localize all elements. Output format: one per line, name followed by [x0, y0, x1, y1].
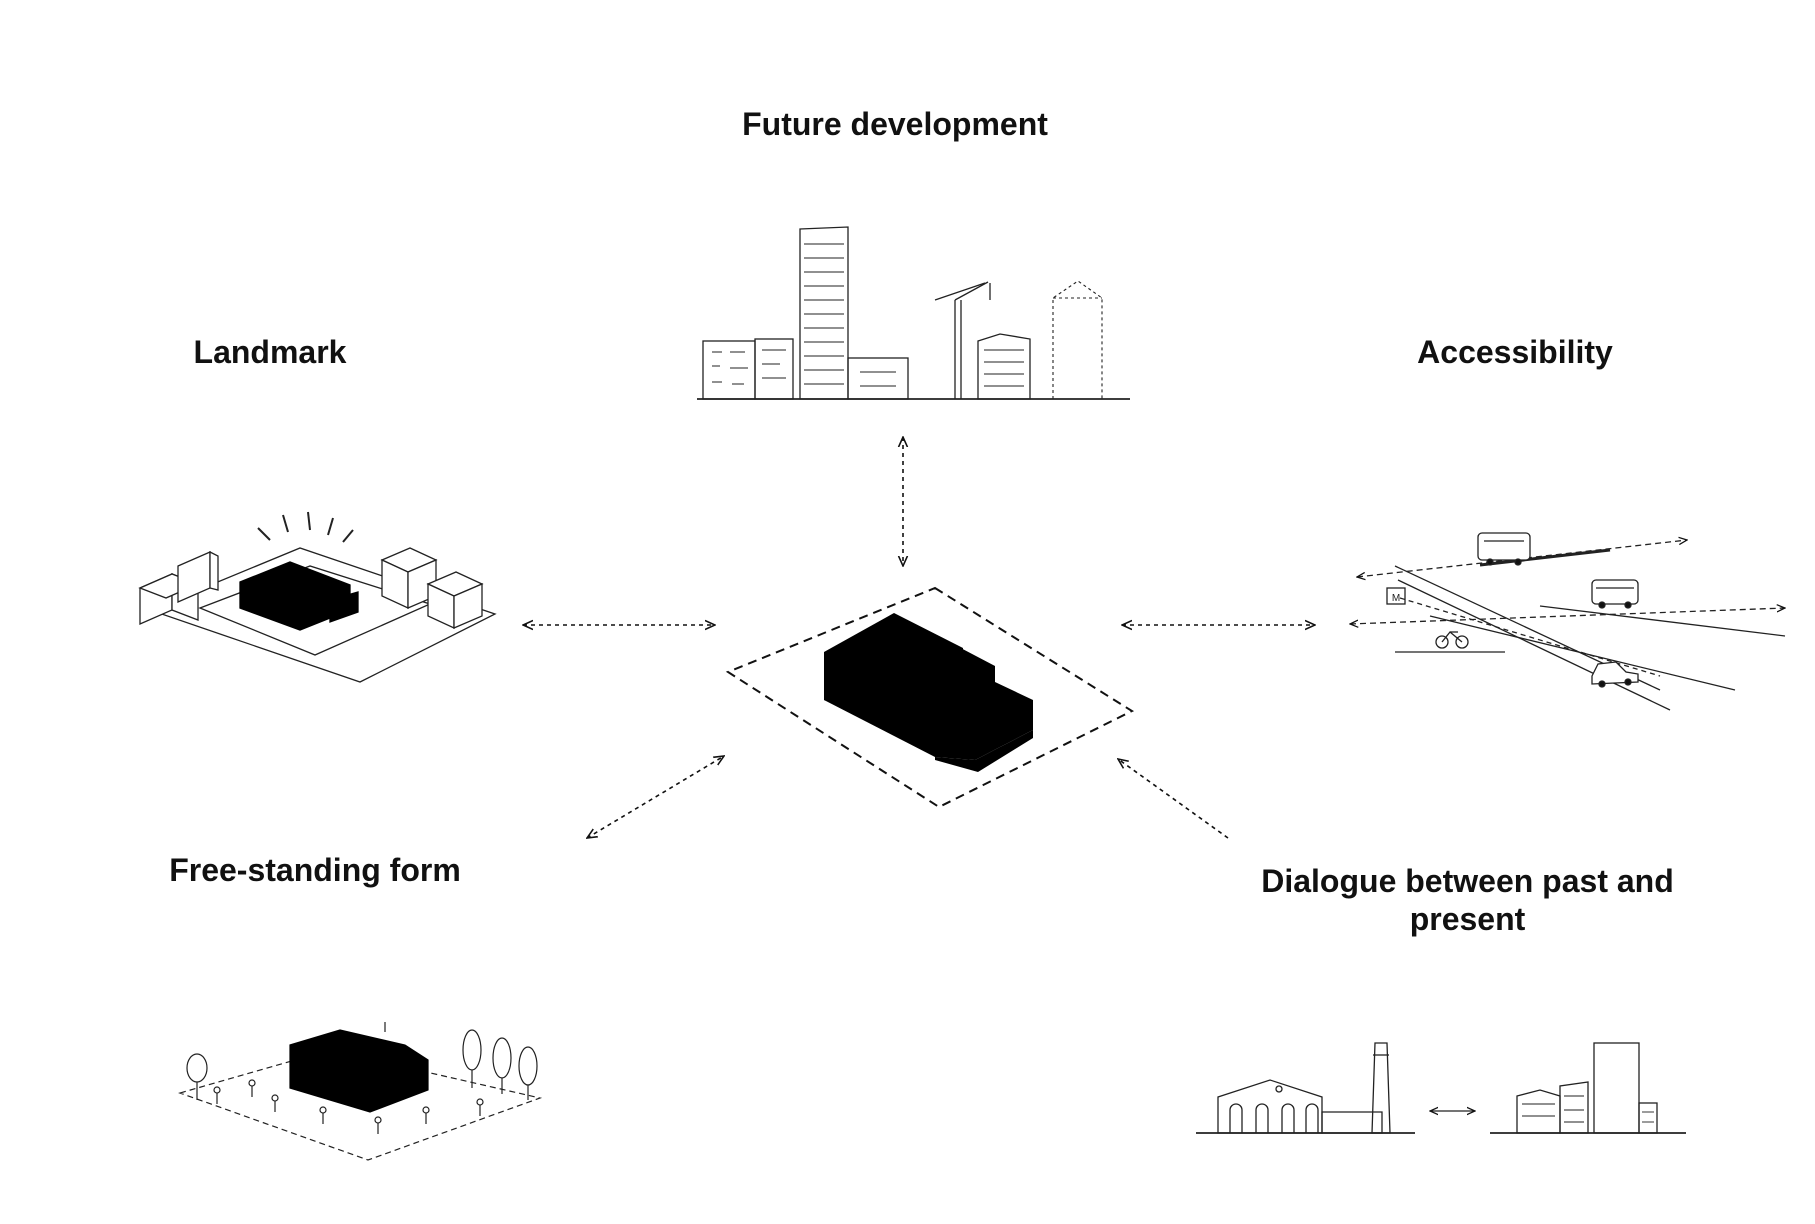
factory-windows — [1229, 1103, 1319, 1133]
label-dialogue-line1: Dialogue between past and — [1261, 863, 1674, 899]
bicycle-icon — [1435, 631, 1469, 649]
dialogue-illustration — [1196, 1042, 1686, 1134]
arrow-dialogue — [1118, 759, 1229, 839]
site-boundary-dashed — [725, 586, 1135, 809]
connection-arrows — [523, 437, 1315, 838]
accessibility-illustration — [1350, 532, 1785, 711]
factory-chimney — [1371, 1042, 1391, 1134]
tree-icons — [186, 1029, 538, 1100]
car-icon — [1591, 661, 1639, 688]
metro-sign-letter: M — [1392, 593, 1400, 604]
landmark-glow-rays — [257, 511, 354, 543]
central-building-mass — [824, 613, 1033, 772]
label-future-development: Future development — [742, 106, 1048, 142]
label-landmark: Landmark — [193, 334, 347, 370]
bus-icon — [1591, 579, 1639, 609]
label-accessibility: Accessibility — [1417, 334, 1613, 370]
future-development-skyline — [697, 226, 1130, 400]
label-free-standing-form: Free-standing form — [169, 852, 461, 888]
central-site — [725, 586, 1135, 809]
arrow-free-standing — [587, 756, 724, 838]
metro-icon — [1386, 587, 1406, 605]
landmark-illustration — [138, 511, 497, 683]
label-dialogue-line2: present — [1409, 901, 1526, 937]
people-icons — [213, 1079, 484, 1134]
tram-icon — [1477, 532, 1531, 566]
free-standing-form-illustration — [178, 1022, 543, 1161]
